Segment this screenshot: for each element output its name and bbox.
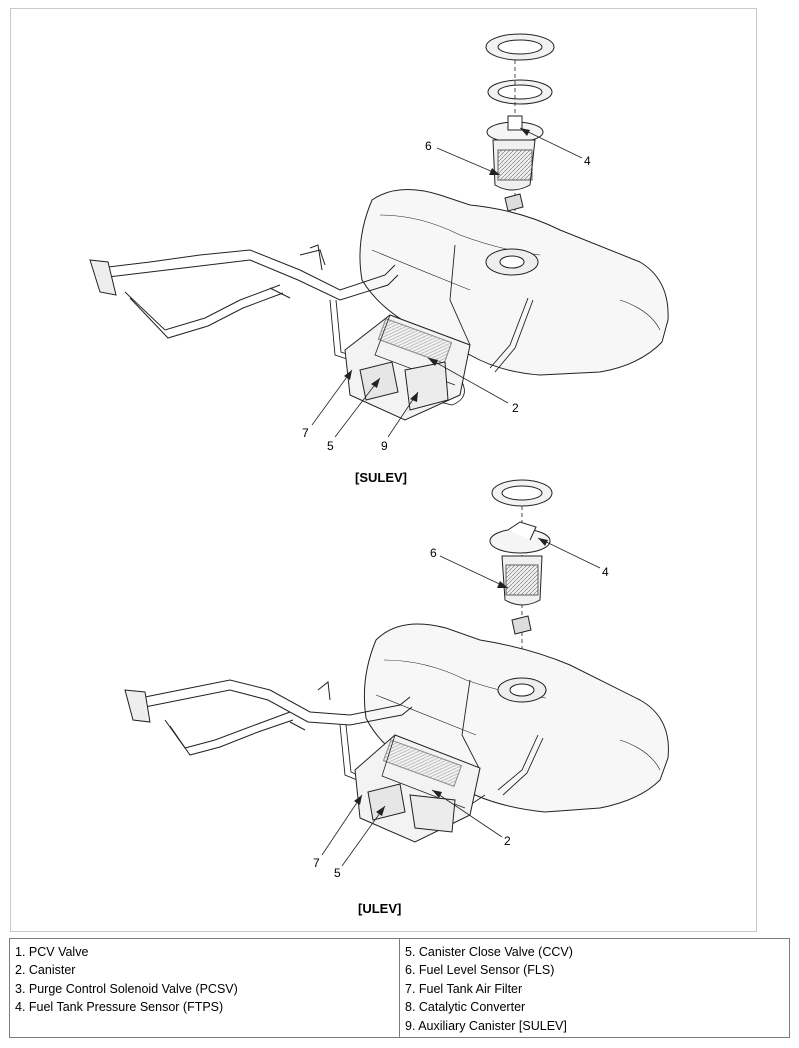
- legend-item: 4. Fuel Tank Pressure Sensor (FTPS): [15, 1000, 224, 1015]
- legend-item: 8. Catalytic Converter: [405, 1000, 526, 1015]
- figure-frame: [10, 8, 757, 932]
- sulev-gasket: [487, 79, 553, 105]
- sulev-fuel-tank: [359, 189, 669, 376]
- ulev-leader-lines: [321, 537, 601, 867]
- ulev-caption: [ULEV]: [358, 901, 401, 916]
- ulev-canister: [354, 734, 481, 843]
- legend-column-right: 5. Canister Close Valve (CCV) 6. Fuel Le…: [399, 939, 789, 1037]
- ulev-callout-2: 2: [504, 834, 511, 848]
- ulev-lock-ring: [491, 479, 553, 507]
- legend-item: 5. Canister Close Valve (CCV): [405, 945, 573, 959]
- ulev-callout-6: 6: [430, 546, 437, 560]
- diagram-svg: 6 4 2 7 5 9 [SULEV]: [89, 33, 669, 916]
- legend-table: 1. PCV Valve 2. Canister 3. Purge Contro…: [9, 938, 790, 1038]
- sulev-lock-ring: [485, 33, 555, 61]
- sulev-canister: [344, 314, 471, 421]
- ulev-callout-5: 5: [334, 866, 341, 880]
- ulev-arrowheads: [354, 538, 548, 816]
- legend-item: 2. Canister: [15, 963, 76, 978]
- sulev-caption: [SULEV]: [355, 470, 407, 485]
- sulev-arrowheads: [344, 128, 530, 402]
- legend-column-left: 1. PCV Valve 2. Canister 3. Purge Contro…: [10, 939, 399, 1037]
- ulev-callout-4: 4: [602, 565, 609, 579]
- legend-item: 7. Fuel Tank Air Filter: [405, 981, 523, 996]
- sulev-callout-4: 4: [584, 154, 591, 168]
- legend-item: 1. PCV Valve: [15, 945, 89, 959]
- ulev-fuel-pump-module: [489, 521, 551, 635]
- sulev-callout-6: 6: [425, 139, 432, 153]
- sulev-callout-5: 5: [327, 439, 334, 453]
- ulev-filler-pipes: [124, 679, 413, 756]
- sulev-callout-7: 7: [302, 426, 309, 440]
- ulev-diagram: [124, 479, 669, 867]
- legend-item: 3. Purge Control Solenoid Valve (PCSV): [15, 981, 238, 996]
- sulev-fuel-pump-module: [486, 115, 544, 212]
- sulev-filler-pipes: [89, 244, 399, 339]
- sulev-diagram: [89, 33, 669, 438]
- ulev-callout-7: 7: [313, 856, 320, 870]
- sulev-callout-9: 9: [381, 439, 388, 453]
- sulev-callout-2: 2: [512, 401, 519, 415]
- legend-item: 9. Auxiliary Canister [SULEV]: [405, 1018, 567, 1033]
- legend-item: 6. Fuel Level Sensor (FLS): [405, 963, 555, 978]
